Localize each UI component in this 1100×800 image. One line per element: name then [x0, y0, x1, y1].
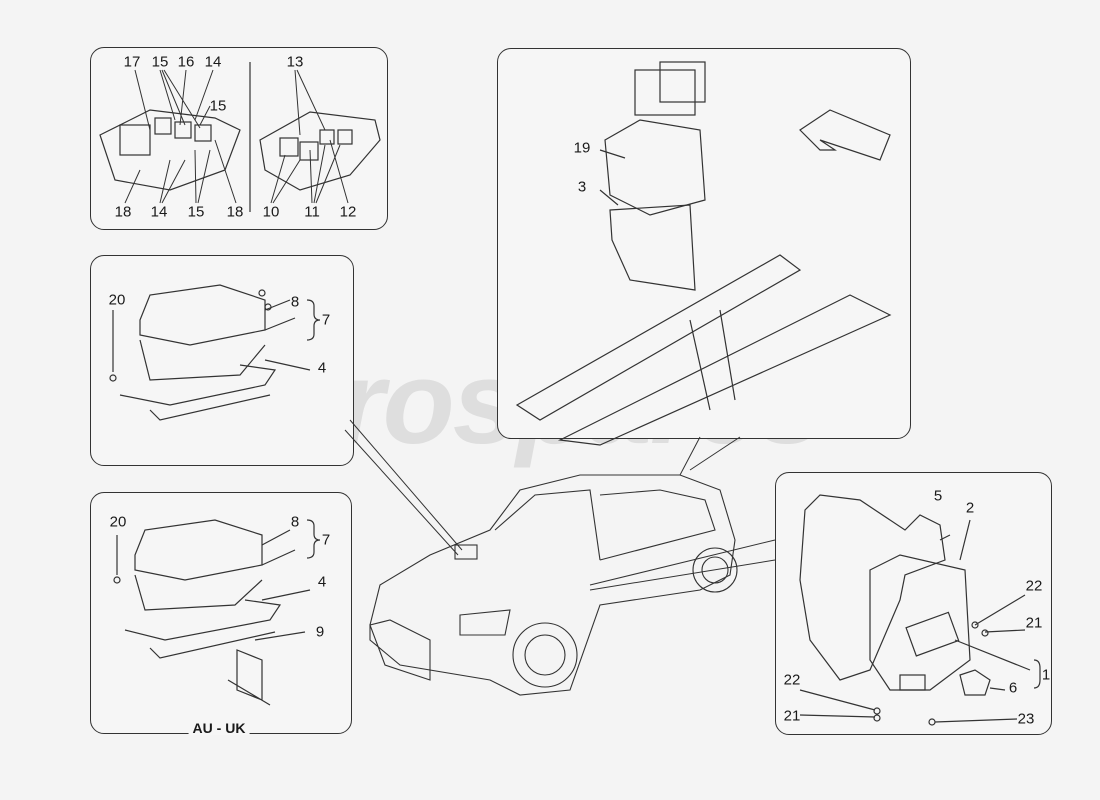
region-caption: AU - UK	[188, 721, 250, 735]
callout-18: 18	[226, 203, 244, 221]
callout-10: 10	[262, 203, 280, 221]
panel-control-unit	[90, 255, 354, 466]
callout-11: 11	[304, 203, 320, 221]
direction-arrow	[799, 109, 891, 161]
car-drawing	[369, 474, 738, 696]
callout-21: 21	[1025, 614, 1043, 632]
relay	[119, 124, 151, 156]
panel-control-unit-au-uk	[90, 492, 352, 734]
control-unit-drawing	[109, 284, 311, 421]
relay-box-right	[259, 111, 381, 191]
callout-23: 23	[1017, 710, 1035, 728]
callout-18: 18	[114, 203, 132, 221]
callout-13: 13	[286, 53, 304, 71]
callout-21: 21	[783, 707, 801, 725]
callout-22: 22	[783, 671, 801, 689]
panel-fuse-box	[775, 472, 1052, 735]
callout-8: 8	[290, 293, 300, 311]
callout-5: 5	[933, 487, 943, 505]
control-unit-location	[454, 544, 478, 560]
callout-9: 9	[315, 623, 325, 641]
callout-14: 14	[150, 203, 168, 221]
control-unit-au-uk-drawing	[113, 519, 311, 706]
callout-15: 15	[187, 203, 205, 221]
bracket-7-au-uk	[306, 519, 321, 559]
callout-15: 15	[151, 53, 169, 71]
callout-15: 15	[209, 97, 227, 115]
callout-22: 22	[1025, 577, 1043, 595]
callout-17: 17	[123, 53, 141, 71]
callout-8: 8	[290, 513, 300, 531]
bracket-7	[306, 299, 321, 341]
callout-19: 19	[573, 139, 591, 157]
panel-engine-bay	[497, 48, 911, 439]
callout-7: 7	[321, 311, 331, 329]
engine-bay-drawing	[515, 61, 892, 446]
callout-20: 20	[108, 291, 126, 309]
callout-14: 14	[204, 53, 222, 71]
callout-4: 4	[317, 359, 327, 377]
callout-16: 16	[177, 53, 195, 71]
grille	[369, 619, 431, 681]
callout-6: 6	[1008, 679, 1018, 697]
callout-3: 3	[577, 178, 587, 196]
relay-6	[959, 669, 991, 696]
callout-2: 2	[965, 499, 975, 517]
callout-7: 7	[321, 531, 331, 549]
relay-box-left	[99, 109, 241, 191]
callout-4: 4	[317, 573, 327, 591]
callout-12: 12	[339, 203, 357, 221]
fuse-box-drawing	[799, 494, 1041, 726]
callout-1: 1	[1041, 666, 1051, 684]
callout-20: 20	[109, 513, 127, 531]
